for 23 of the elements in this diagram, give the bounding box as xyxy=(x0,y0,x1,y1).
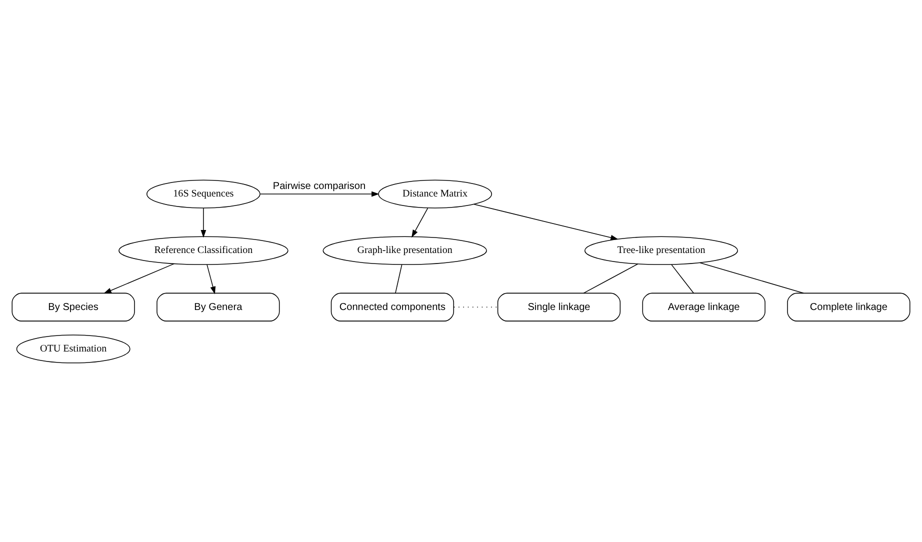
node-box: Single linkage xyxy=(497,292,621,321)
arrow xyxy=(260,190,380,196)
edge-label: Pairwise comparison xyxy=(272,180,366,192)
node-ellipse: OTU Estimation xyxy=(16,334,130,363)
node-box: By Genera xyxy=(156,292,280,321)
node-ellipse: Graph-like presentation xyxy=(322,236,487,264)
node-ellipse: Distance Matrix xyxy=(378,179,492,208)
node-box: Average linkage xyxy=(642,292,766,321)
connector xyxy=(395,264,402,294)
node-ellipse: Reference Classification xyxy=(118,236,288,264)
connector xyxy=(583,263,638,293)
arrow xyxy=(206,264,216,294)
arrow xyxy=(200,207,206,238)
node-box: Complete linkage xyxy=(787,292,910,321)
arrow xyxy=(412,207,428,238)
node-box: By Species xyxy=(12,292,135,321)
connector xyxy=(671,264,694,294)
arrow xyxy=(104,262,175,294)
node-ellipse: Tree-like presentation xyxy=(584,236,738,264)
node-ellipse: 16S Sequences xyxy=(146,179,260,208)
connector xyxy=(699,262,804,293)
arrow xyxy=(474,203,618,240)
node-box: Connected components xyxy=(330,292,454,321)
